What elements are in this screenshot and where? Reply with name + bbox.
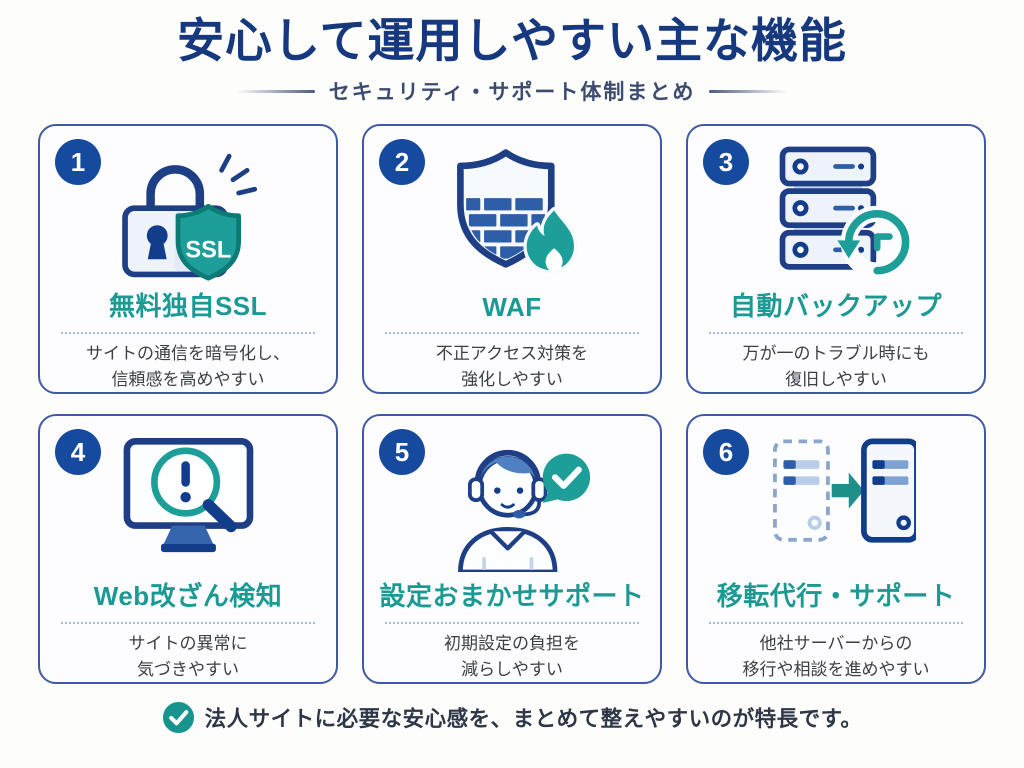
card-number-badge: 1 [55,139,101,186]
dotted-divider [60,332,316,335]
feature-card-waf: 2 [362,124,662,395]
feature-card-migration: 6 移転代行・サポート [686,414,986,685]
card-number-badge: 3 [703,139,749,186]
card-number-badge: 2 [379,139,425,186]
feature-card-grid: 1 SSL 無料独自SSL サイトの通信 [38,124,986,685]
card-description: 初期設定の負担を 減らしやすい [444,634,580,679]
monitor-magnifier-alert-icon [108,428,269,572]
feature-card-ssl: 1 SSL 無料独自SSL サイトの通信 [38,124,338,395]
card-title: 移転代行・サポート [716,581,956,612]
ssl-lock-shield-icon: SSL [108,138,269,282]
page-title: 安心して運用しやすい主な機能 [176,14,848,67]
card-description: 万が一のトラブル時にも 復旧しやすい [742,344,930,389]
card-title: 無料独自SSL [108,291,268,322]
dotted-divider [708,622,964,625]
waf-shield-flame-icon [432,138,593,288]
server-migration-arrow-icon [756,428,917,572]
card-description: 他社サーバーからの 移行や相談を進めやすい [742,634,930,679]
card-title: 設定おまかせサポート [379,581,645,612]
card-title: 自動バックアップ [729,291,942,322]
card-title: WAF [482,292,542,323]
ssl-shield-label: SSL [185,237,231,263]
subtitle-row: セキュリティ・サポート体制まとめ [0,76,1024,106]
card-number-badge: 6 [703,429,749,476]
dotted-divider [384,332,640,335]
subtitle-left-rule [236,89,315,93]
card-description: サイトの通信を暗号化し、 信頼感を高めやすい [86,344,290,389]
dotted-divider [60,622,316,625]
card-number-badge: 4 [55,429,101,476]
page-subtitle: セキュリティ・サポート体制まとめ [328,81,696,105]
card-description: サイトの異常に 気づきやすい [128,634,248,679]
subtitle-right-rule [709,89,788,93]
feature-card-backup: 3 [686,124,986,395]
feature-card-setup-support: 5 [362,414,662,685]
check-circle-icon [162,702,194,734]
card-number-badge: 5 [379,429,425,476]
card-title: Web改ざん検知 [93,581,283,612]
header: 安心して運用しやすい主な機能 セキュリティ・サポート体制まとめ [0,0,1024,106]
feature-card-tamper-detect: 4 Web改ざん検知 サイトの異常に 気づきやすい [38,414,338,685]
card-description: 不正アクセス対策を 強化しやすい [435,344,589,389]
support-operator-check-icon [432,428,593,573]
dotted-divider [708,332,964,335]
server-backup-clock-icon [756,138,917,282]
footer-note: 法人サイトに必要な安心感を、まとめて整えやすいのが特長です。 [0,701,1024,734]
dotted-divider [384,622,640,625]
footer-text: 法人サイトに必要な安心感を、まとめて整えやすいのが特長です。 [204,707,863,732]
